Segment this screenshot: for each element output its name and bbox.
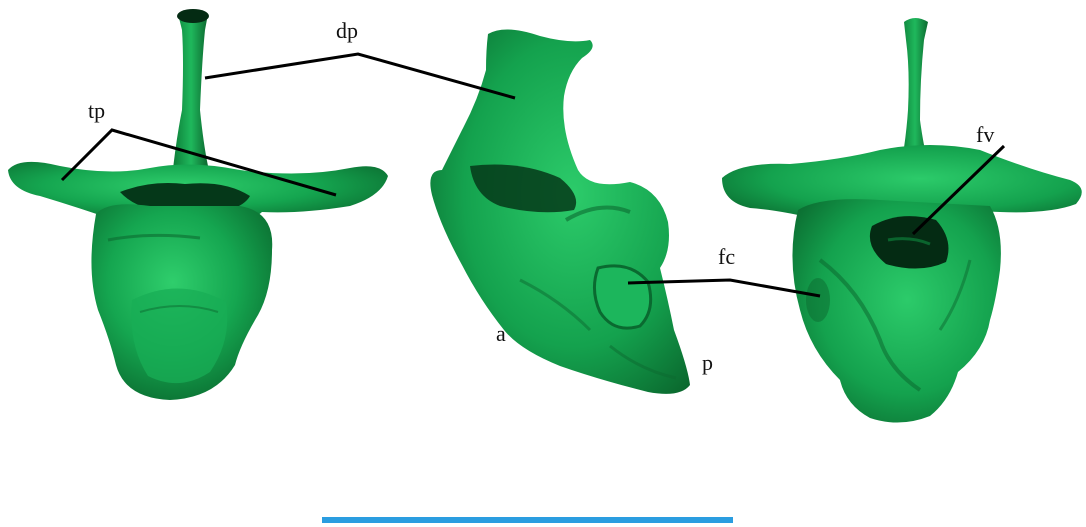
label-tp: tp (88, 98, 105, 123)
labels: dp tp fv fc a p (88, 18, 994, 375)
left-neural-spine (172, 11, 210, 178)
left-spine-tip (177, 9, 209, 23)
vertebra-lateral-view (430, 29, 690, 394)
label-p: p (702, 350, 713, 375)
label-fv: fv (976, 122, 994, 147)
fc-leader (627, 278, 821, 298)
leader-lines (60, 52, 1006, 298)
right-centrum (792, 199, 1001, 423)
fv-leader (911, 144, 1006, 236)
right-foramen-fv (869, 216, 949, 269)
left-centrum-face (131, 288, 228, 384)
vertebra-posterior-view (722, 18, 1082, 423)
vertebra-anterior-view (8, 9, 388, 400)
right-transverse-processes (722, 145, 1082, 220)
dp-leader (204, 52, 516, 100)
label-fc: fc (718, 244, 735, 269)
label-a: a (496, 321, 506, 346)
label-dp: dp (336, 18, 358, 43)
right-neural-spine (900, 18, 930, 172)
middle-shadow (470, 164, 577, 213)
tp-leader (60, 128, 337, 197)
